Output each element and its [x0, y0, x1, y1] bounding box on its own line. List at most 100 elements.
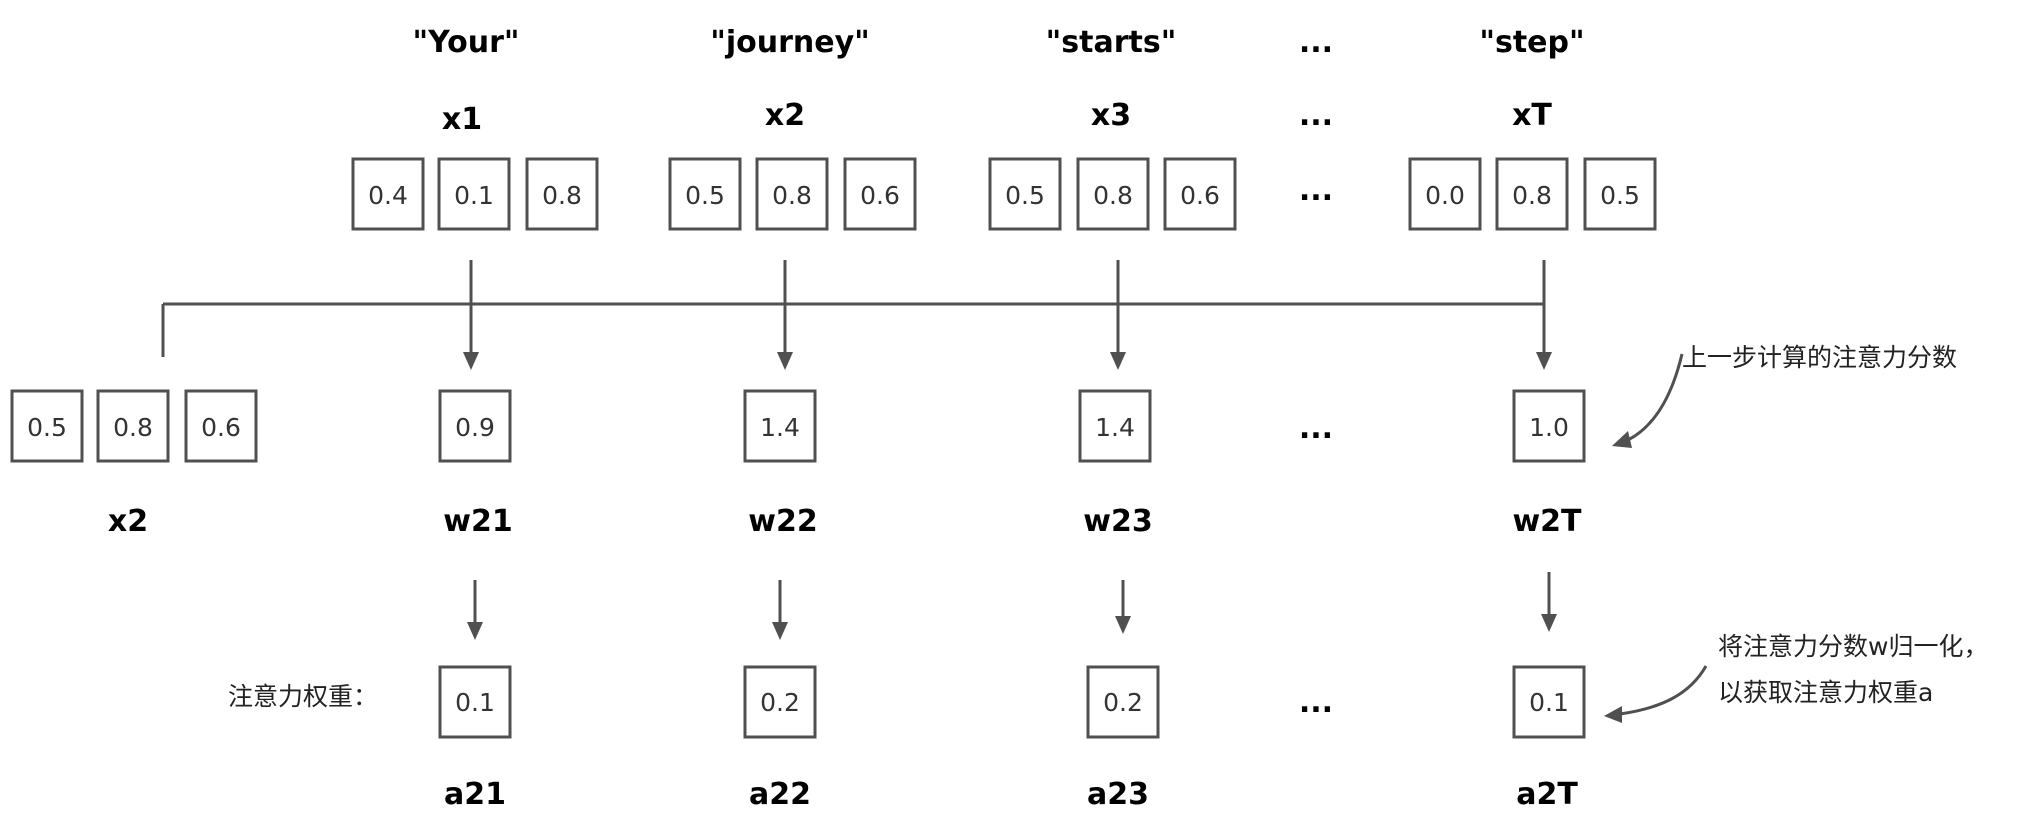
token-embedding-xT: 0.0 0.8 0.5 — [1408, 157, 1657, 231]
embedding-value: 0.4 — [368, 181, 408, 210]
score-arrows — [463, 260, 1552, 370]
token-embedding-x3: 0.5 0.8 0.6 — [988, 157, 1237, 231]
arrow-head — [777, 352, 793, 370]
embedding-cell — [184, 389, 258, 463]
token-embedding-x1: 0.4 0.1 0.8 — [351, 157, 599, 231]
embedding-cell — [351, 157, 425, 231]
ellipsis-weights: ... — [1299, 685, 1333, 720]
weight-box — [1512, 665, 1586, 739]
arrow-head — [1536, 352, 1552, 370]
score-annotation: 上一步计算的注意力分数 — [1682, 343, 1957, 372]
weight-value: 0.2 — [760, 688, 800, 717]
embedding-cell — [10, 389, 84, 463]
embedding-value: 0.6 — [1180, 181, 1220, 210]
score-annotation-arrowhead — [1612, 431, 1632, 448]
arrow-head — [772, 622, 788, 640]
weight-value: 0.2 — [1103, 688, 1143, 717]
embedding-value: 0.0 — [1425, 181, 1465, 210]
embedding-value: 0.8 — [1512, 181, 1552, 210]
score-annotation-curve — [1627, 353, 1684, 442]
embedding-value: 0.1 — [454, 181, 494, 210]
embedding-cell — [1076, 157, 1150, 231]
token-word-2: "journey" — [710, 25, 870, 60]
embedding-cell — [525, 157, 599, 231]
token-embedding-x2: 0.5 0.8 0.6 — [668, 157, 917, 231]
score-value: 1.4 — [1095, 413, 1135, 442]
embedding-value: 0.8 — [1093, 181, 1133, 210]
token-word-3: "starts" — [1046, 25, 1177, 60]
token-word-1: "Your" — [413, 25, 520, 60]
arrow-head — [1541, 614, 1557, 632]
weight-box — [438, 665, 512, 739]
token-label-xT: xT — [1512, 98, 1552, 133]
embedding-cell — [843, 157, 917, 231]
weight-a23: 0.2 — [1086, 665, 1160, 739]
embedding-value: 0.8 — [113, 413, 153, 442]
query-bracket — [161, 302, 1544, 357]
embedding-value: 0.8 — [772, 181, 812, 210]
embedding-cell — [1163, 157, 1237, 231]
score-label: w23 — [1083, 504, 1152, 539]
score-box — [1512, 389, 1586, 463]
score-label: w2T — [1512, 504, 1582, 539]
ellipsis-label: ... — [1299, 98, 1333, 133]
weights-caption: 注意力权重： — [228, 682, 378, 711]
arrow-head — [1110, 352, 1126, 370]
query-embedding-x2: 0.5 0.8 0.6 — [10, 389, 258, 463]
score-box — [1078, 389, 1152, 463]
weight-label: a22 — [749, 777, 811, 812]
weight-a22: 0.2 — [743, 665, 817, 739]
normalize-annotation-curve — [1619, 665, 1708, 716]
embedding-cell — [668, 157, 742, 231]
ellipsis-scores: ... — [1299, 411, 1333, 446]
score-w22: 1.4 — [743, 389, 817, 463]
score-box — [438, 389, 512, 463]
embedding-value: 0.5 — [27, 413, 67, 442]
embedding-cell — [437, 157, 511, 231]
ellipsis-embedding: ... — [1299, 173, 1333, 208]
normalize-annotation-line2: 以获取注意力权重a — [1718, 678, 1933, 707]
embedding-value: 0.8 — [542, 181, 582, 210]
score-w21: 0.9 — [438, 389, 512, 463]
ellipsis-word: ... — [1299, 25, 1333, 60]
token-label-x2: x2 — [765, 98, 805, 133]
embedding-cell — [96, 389, 170, 463]
score-value: 1.0 — [1529, 413, 1569, 442]
score-value: 1.4 — [760, 413, 800, 442]
embedding-value: 0.5 — [685, 181, 725, 210]
token-label-x3: x3 — [1091, 98, 1131, 133]
arrow-head — [467, 622, 483, 640]
embedding-cell — [755, 157, 829, 231]
embedding-cell — [1495, 157, 1569, 231]
weight-arrows — [467, 572, 1557, 640]
weight-value: 0.1 — [1529, 688, 1569, 717]
normalize-annotation-line1: 将注意力分数w归一化， — [1718, 632, 1988, 661]
embedding-cell — [988, 157, 1062, 231]
weight-label: a2T — [1516, 777, 1578, 812]
weight-a21: 0.1 — [438, 665, 512, 739]
embedding-value: 0.6 — [201, 413, 241, 442]
embedding-cell — [1408, 157, 1482, 231]
weight-value: 0.1 — [455, 688, 495, 717]
query-label: x2 — [108, 504, 148, 539]
embedding-value: 0.6 — [860, 181, 900, 210]
score-box — [743, 389, 817, 463]
score-label: w21 — [443, 504, 512, 539]
embedding-value: 0.5 — [1600, 181, 1640, 210]
weight-box — [1086, 665, 1160, 739]
weight-a2T: 0.1 — [1512, 665, 1586, 739]
weight-label: a21 — [444, 777, 506, 812]
token-word-4: "step" — [1479, 25, 1584, 60]
arrow-head — [463, 352, 479, 370]
weight-box — [743, 665, 817, 739]
weight-label: a23 — [1087, 777, 1149, 812]
normalize-annotation-arrowhead — [1604, 706, 1622, 723]
embedding-value: 0.5 — [1005, 181, 1045, 210]
score-w23: 1.4 — [1078, 389, 1152, 463]
score-w2T: 1.0 — [1512, 389, 1586, 463]
embedding-cell — [1583, 157, 1657, 231]
arrow-head — [1115, 616, 1131, 634]
token-label-x1: x1 — [442, 102, 482, 137]
score-value: 0.9 — [455, 413, 495, 442]
